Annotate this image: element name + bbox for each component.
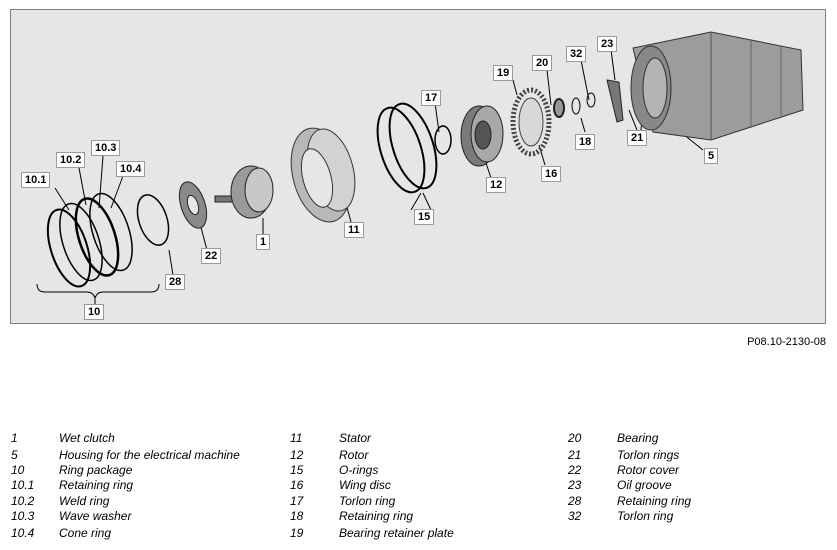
legend-number: 18 <box>290 509 304 523</box>
callout-1: 1 <box>256 234 271 250</box>
housing-drawing <box>630 31 804 141</box>
legend-number: 10.4 <box>11 526 35 540</box>
bearing-drawing <box>553 98 565 118</box>
callout-20: 20 <box>532 55 553 71</box>
legend-text: Ring package <box>59 463 133 477</box>
legend-number: 10 <box>11 463 25 477</box>
wet-clutch-drawing <box>214 165 274 219</box>
callout-32: 32 <box>566 46 587 62</box>
callout-12: 12 <box>486 177 507 193</box>
callout-10-2: 10.2 <box>56 152 86 168</box>
legend-number: 21 <box>568 448 582 462</box>
legend-text: Torlon rings <box>617 448 680 462</box>
legend-text: Torlon ring <box>617 509 674 523</box>
legend-text: Retaining ring <box>339 509 414 523</box>
callout-16: 16 <box>541 166 562 182</box>
oil-groove-drawing <box>606 79 624 123</box>
legend-number: 1 <box>11 431 18 445</box>
exploded-view-drawing <box>36 31 804 306</box>
legend-text: O-rings <box>339 463 379 477</box>
legend-number: 16 <box>290 478 304 492</box>
retaining-ring-28-drawing <box>136 194 170 246</box>
rotor-cover-drawing <box>178 181 208 229</box>
callout-10: 10 <box>84 304 105 320</box>
legend-text: Rotor <box>339 448 369 462</box>
torlon-ring-17-drawing <box>434 125 452 155</box>
o-rings-drawing <box>376 102 438 194</box>
legend-text: Bearing <box>617 431 659 445</box>
retaining-ring-18-drawing <box>571 97 581 115</box>
legend-number: 11 <box>290 431 303 445</box>
callout-15: 15 <box>414 209 435 225</box>
legend-number: 10.2 <box>11 494 35 508</box>
legend-number: 19 <box>290 526 304 540</box>
legend-text: Retaining ring <box>617 494 692 508</box>
legend-text: Rotor cover <box>617 463 680 477</box>
legend-number: 23 <box>568 478 582 492</box>
legend-number: 5 <box>11 448 18 462</box>
torlon-ring-32-drawing <box>586 92 596 108</box>
callout-10-4: 10.4 <box>116 161 146 177</box>
ring-package-drawing <box>46 192 133 288</box>
legend-number: 32 <box>568 509 582 523</box>
legend-text: Weld ring <box>59 494 110 508</box>
callout-22: 22 <box>201 248 222 264</box>
legend: 1 Wet clutch 5 Housing for the electrical … <box>0 431 837 550</box>
callout-18: 18 <box>575 134 596 150</box>
legend-number: 20 <box>568 431 582 445</box>
legend-text: Wave washer <box>59 509 132 523</box>
legend-text: Housing for the electrical machine <box>59 448 240 462</box>
legend-text: Oil groove <box>617 478 672 492</box>
legend-number: 12 <box>290 448 304 462</box>
callout-10-3: 10.3 <box>91 140 121 156</box>
exploded-view-figure: 10.1 10.2 10.3 10.4 10 28 22 1 11 17 15 … <box>10 9 826 324</box>
callout-28: 28 <box>165 274 186 290</box>
callout-21: 21 <box>627 130 648 146</box>
callout-5: 5 <box>704 148 719 164</box>
figure-code: P08.10-2130-08 <box>747 336 826 348</box>
leader-lines <box>36 49 704 306</box>
wing-disc-drawing <box>510 87 552 157</box>
callout-19: 19 <box>493 65 514 81</box>
stator-drawing <box>290 127 356 223</box>
callout-23: 23 <box>597 36 618 52</box>
legend-text: Wet clutch <box>59 431 115 445</box>
legend-text: Cone ring <box>59 526 112 540</box>
legend-text: Stator <box>339 431 372 445</box>
rotor-drawing <box>460 105 504 167</box>
callout-11: 11 <box>344 222 364 238</box>
legend-text: Torlon ring <box>339 494 396 508</box>
callout-17: 17 <box>421 90 442 106</box>
callout-10-1: 10.1 <box>21 172 51 188</box>
legend-number: 17 <box>290 494 304 508</box>
legend-text: Wing disc <box>339 478 391 492</box>
legend-number: 28 <box>568 494 582 508</box>
legend-number: 22 <box>568 463 582 477</box>
legend-number: 10.1 <box>11 478 35 492</box>
legend-text: Retaining ring <box>59 478 134 492</box>
legend-text: Bearing retainer plate <box>339 526 454 540</box>
legend-number: 15 <box>290 463 304 477</box>
legend-number: 10.3 <box>11 509 35 523</box>
